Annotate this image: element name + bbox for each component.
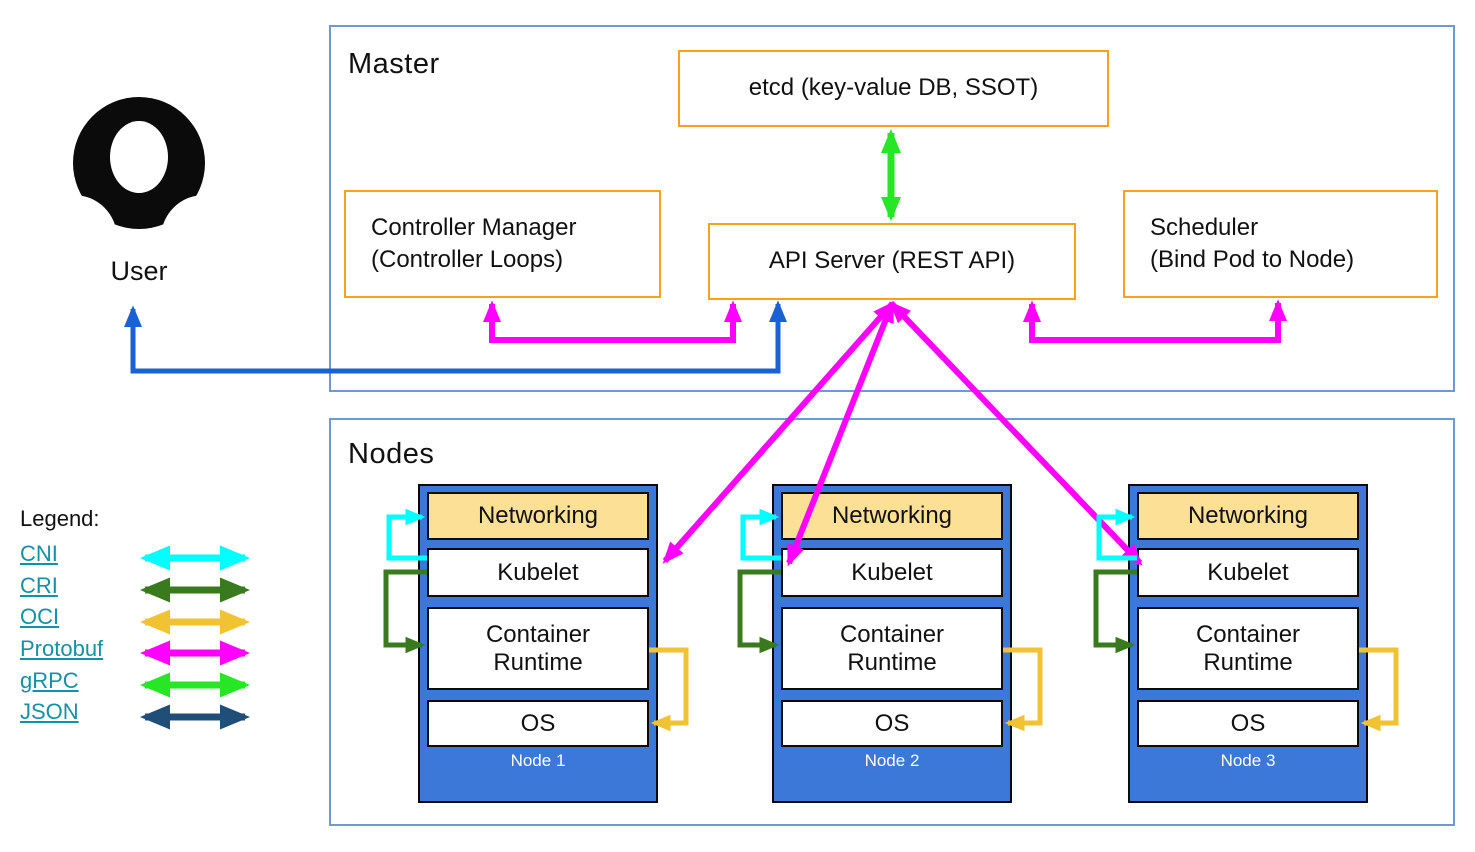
legend-item-grpc: gRPC xyxy=(20,665,300,697)
controller-manager-box: Controller Manager (Controller Loops) xyxy=(344,190,661,298)
networking-box: Networking xyxy=(427,492,649,540)
legend-link-oci[interactable]: OCI xyxy=(20,604,60,630)
api-server-label: API Server (REST API) xyxy=(768,247,1016,275)
node-label: Node 3 xyxy=(1220,751,1276,770)
api-server-box: API Server (REST API) xyxy=(708,223,1076,300)
os-box: OS xyxy=(781,700,1003,747)
legend-item-oci: OCI xyxy=(20,601,300,633)
legend-item-json: JSON xyxy=(20,696,300,728)
scheduler-label: Scheduler (Bind Pod to Node) xyxy=(1150,213,1355,273)
kubelet-box: Kubelet xyxy=(427,548,649,597)
user-avatar-icon xyxy=(31,97,247,281)
node-1: Networking Kubelet Container Runtime OS … xyxy=(418,484,658,803)
container-runtime-box: Container Runtime xyxy=(427,607,649,690)
etcd-box: etcd (key-value DB, SSOT) xyxy=(678,50,1109,127)
kubelet-box: Kubelet xyxy=(781,548,1003,597)
kubelet-box: Kubelet xyxy=(1137,548,1359,597)
node-label: Node 1 xyxy=(510,751,566,770)
scheduler-box: Scheduler (Bind Pod to Node) xyxy=(1123,190,1438,298)
legend-item-cni: CNI xyxy=(20,538,300,570)
nodes-title: Nodes xyxy=(348,438,435,470)
master-title: Master xyxy=(348,48,440,80)
os-box: OS xyxy=(1137,700,1359,747)
container-runtime-box: Container Runtime xyxy=(781,607,1003,690)
node-2: Networking Kubelet Container Runtime OS … xyxy=(772,484,1012,803)
node-label: Node 2 xyxy=(864,751,920,770)
legend-item-cri: CRI xyxy=(20,570,300,602)
legend-title: Legend: xyxy=(20,506,100,531)
legend-link-grpc[interactable]: gRPC xyxy=(20,667,79,693)
legend-link-cri[interactable]: CRI xyxy=(20,572,58,598)
node-3: Networking Kubelet Container Runtime OS … xyxy=(1128,484,1368,803)
legend-link-cni[interactable]: CNI xyxy=(20,540,58,566)
legend-link-json[interactable]: JSON xyxy=(20,699,79,725)
etcd-label: etcd (key-value DB, SSOT) xyxy=(748,74,1039,102)
legend-link-protobuf[interactable]: Protobuf xyxy=(20,635,104,661)
networking-box: Networking xyxy=(1137,492,1359,540)
container-runtime-box: Container Runtime xyxy=(1137,607,1359,690)
user-label: User xyxy=(110,256,168,286)
legend-item-protobuf: Protobuf xyxy=(20,633,300,665)
os-box: OS xyxy=(427,700,649,747)
networking-box: Networking xyxy=(781,492,1003,540)
controller-manager-label: Controller Manager (Controller Loops) xyxy=(371,213,577,273)
legend: Legend: CNI CRI OCI Protobuf gRPC JSON xyxy=(20,506,300,728)
